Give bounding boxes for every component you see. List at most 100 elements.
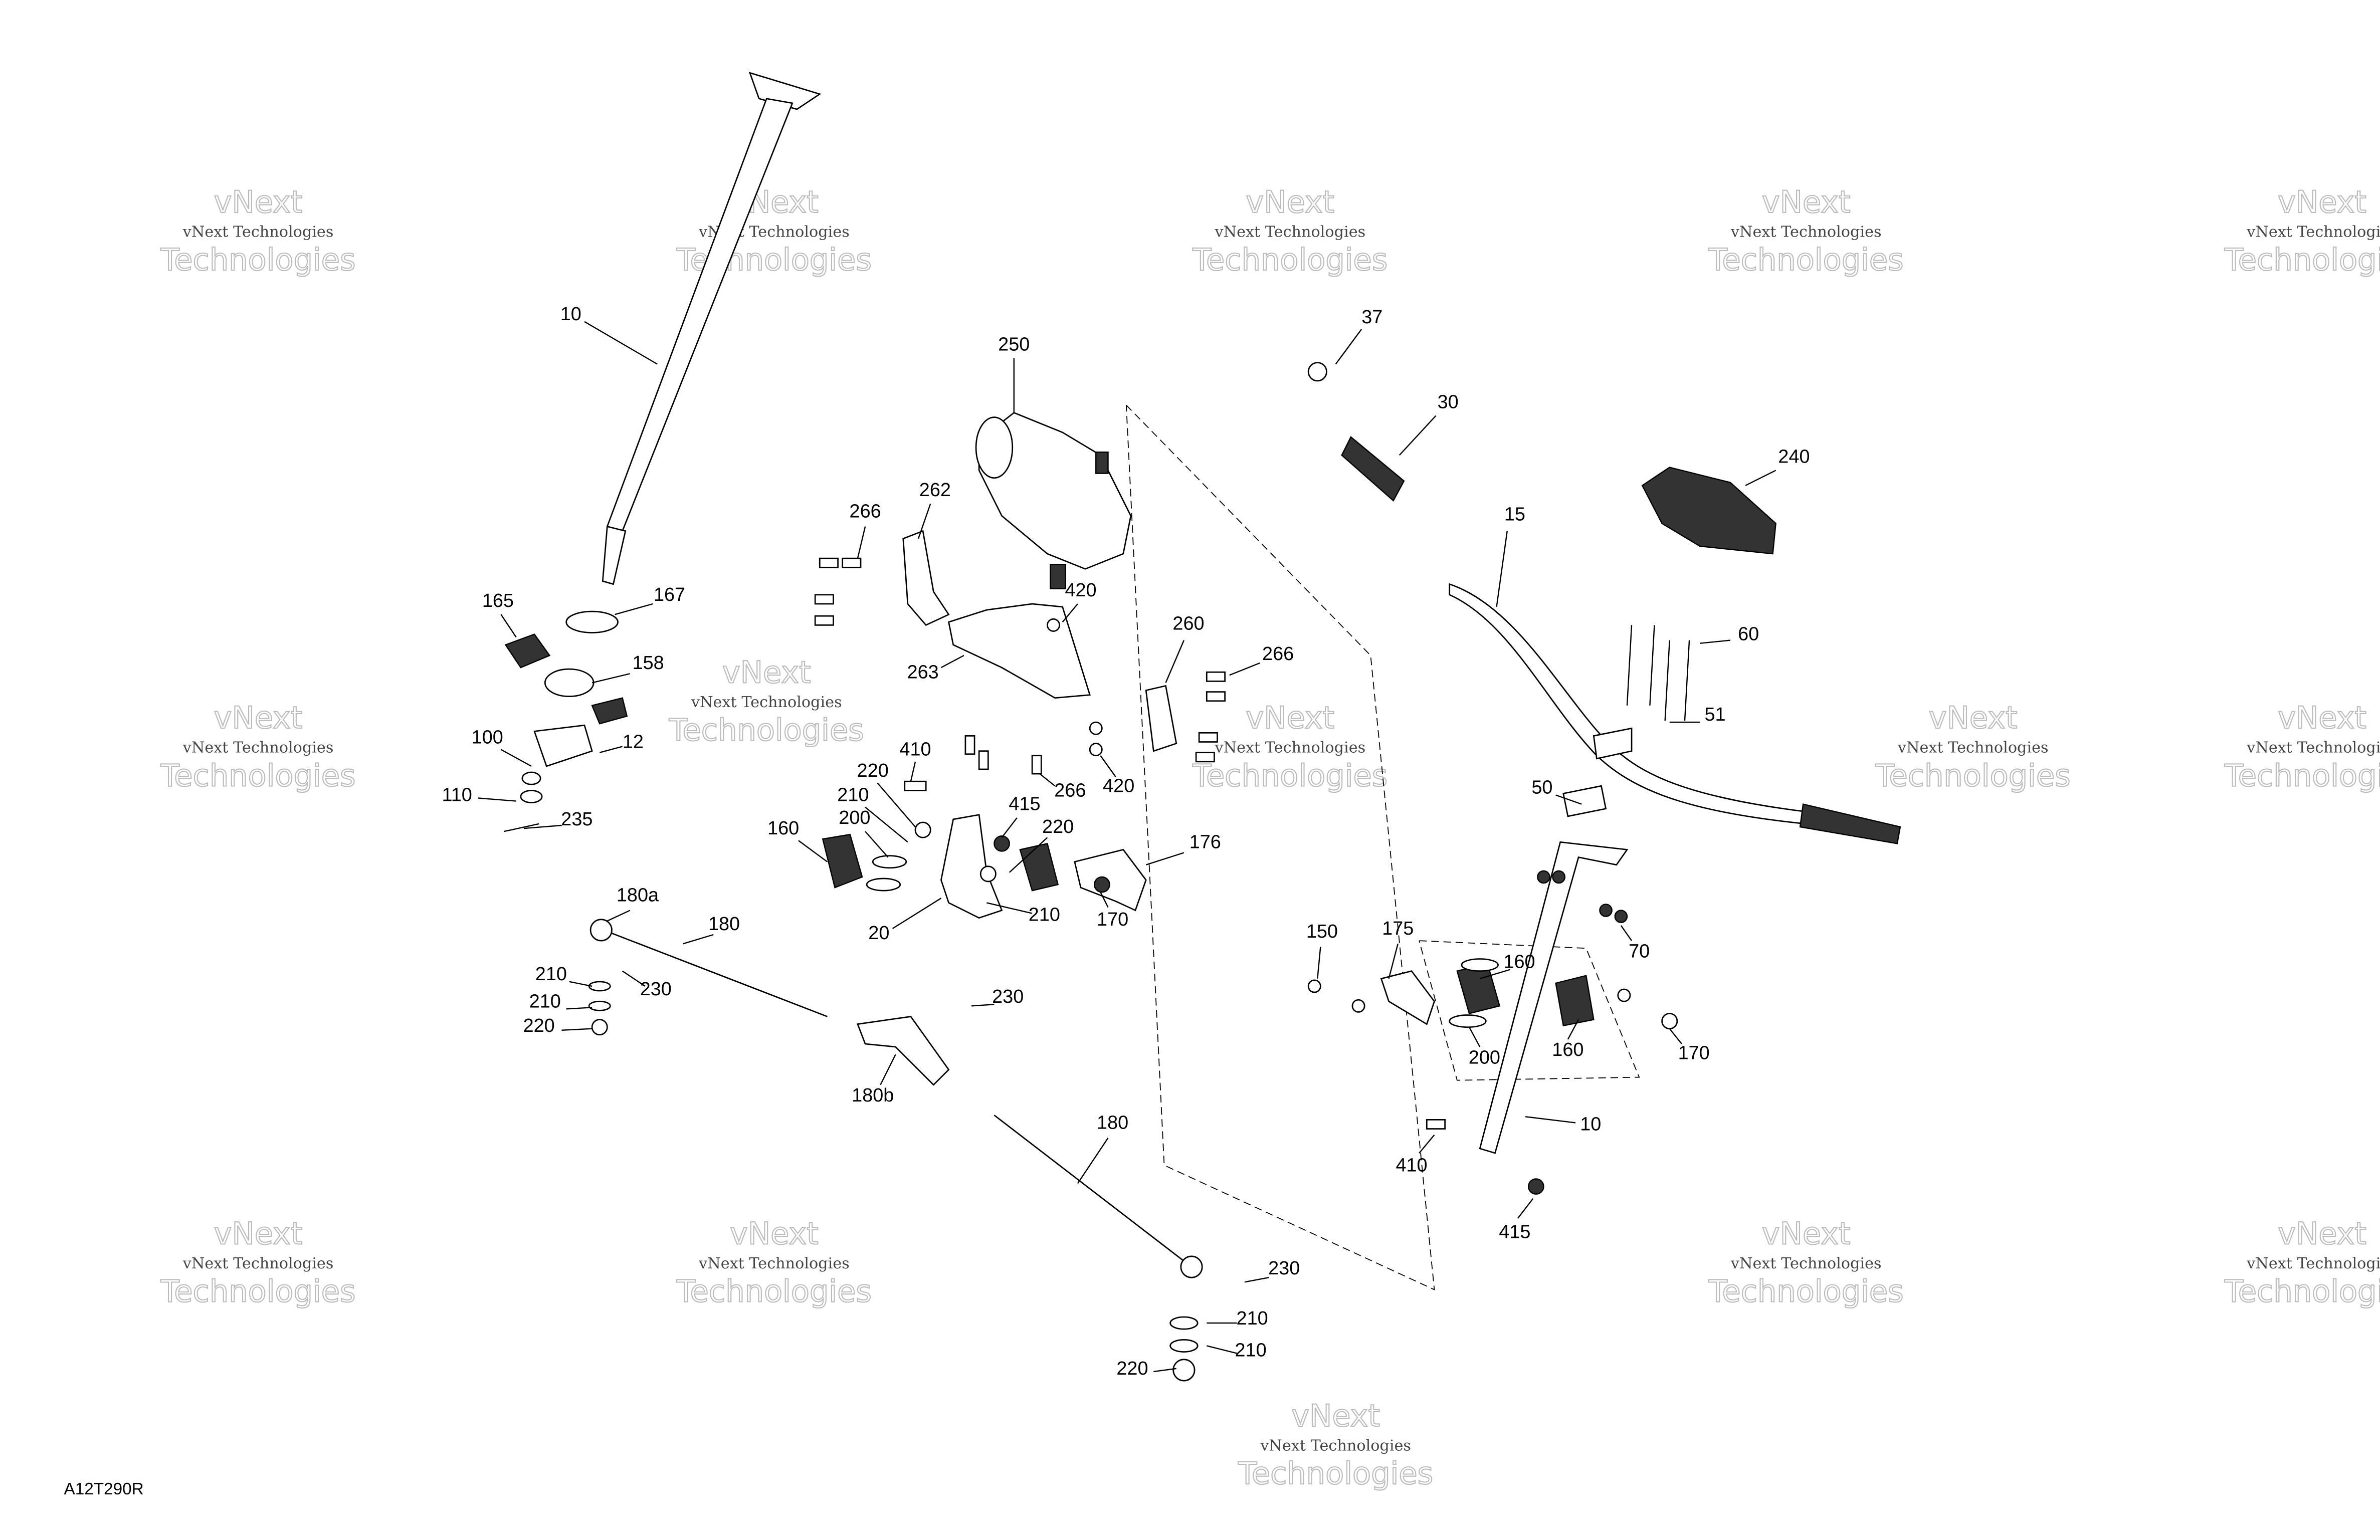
callout-210: 210 [529, 991, 592, 1012]
reference-code: A12T290R [64, 1480, 144, 1498]
bracket-part [902, 530, 950, 626]
bolts-part [814, 557, 1226, 791]
o-ring-part [1461, 958, 1499, 972]
watermark-text: Technologies [676, 1274, 872, 1309]
nut-part [914, 821, 931, 838]
leader-line [500, 749, 532, 767]
callout-label: 158 [633, 652, 664, 674]
leader-line [910, 761, 916, 782]
watermark-text: Technologies [1238, 1456, 1433, 1491]
subassembly-outline [1419, 940, 1640, 1081]
callout-label: 15 [1504, 504, 1525, 525]
leader-line [523, 824, 562, 829]
grip-part [1341, 436, 1405, 502]
callout-label: 210 [1235, 1340, 1267, 1361]
leader-line [622, 970, 646, 987]
callout-label: 70 [1629, 941, 1650, 962]
callout-415: 415 [1499, 1198, 1534, 1243]
callout-70: 70 [1620, 925, 1650, 962]
leader-line [1388, 943, 1399, 979]
callout-label: 180 [1097, 1113, 1128, 1134]
leader-line [599, 746, 623, 753]
callout-170: 170 [1669, 1028, 1710, 1063]
callout-label: 10 [560, 304, 581, 325]
watermark-text: Technologies [2224, 243, 2380, 278]
bushing-part [1019, 842, 1059, 892]
callout-220: 220 [857, 760, 916, 827]
watermark-text: Technologies [1192, 243, 1387, 278]
callout-10: 10 [560, 304, 658, 365]
watermark-text: vNext [1762, 185, 1851, 220]
nut-part [994, 835, 1010, 852]
callout-label: 175 [1382, 918, 1414, 939]
watermark-text: vNext [722, 655, 811, 690]
callout-label: 415 [1009, 794, 1040, 815]
watermark-text: vNext [1929, 701, 2018, 736]
leader-line [892, 898, 942, 929]
leader-line [877, 782, 916, 827]
watermark-text: vNext [2278, 185, 2366, 220]
callout-158: 158 [591, 652, 664, 684]
callout-220: 220 [523, 1015, 592, 1036]
leader-line [1555, 794, 1582, 805]
bracket-part [1380, 970, 1435, 1025]
arm-part [533, 724, 593, 767]
callout-label: 410 [1396, 1155, 1427, 1176]
leader-line [569, 981, 592, 987]
handlebar-part [1449, 583, 1807, 825]
leader-line [1145, 852, 1184, 865]
callout-12: 12 [599, 732, 644, 753]
clamp-part [1562, 727, 1633, 817]
watermark-text: Technologies [1708, 243, 1904, 278]
leader-line [880, 1054, 896, 1085]
watermark-text: vNext Technologies [182, 1255, 334, 1272]
callout-label: 160 [767, 818, 799, 839]
tie-rod-part [589, 919, 1203, 1278]
callout-label: 30 [1438, 391, 1459, 412]
callout-420: 420 [1062, 580, 1097, 623]
callout-30: 30 [1399, 391, 1459, 456]
callout-label: 165 [482, 590, 514, 611]
hardware-part [588, 981, 1199, 1382]
watermark-text: vNext [1246, 701, 1334, 736]
leader-line [1153, 1368, 1176, 1373]
callout-175: 175 [1382, 918, 1414, 979]
washer-part [520, 790, 543, 803]
callout-176: 176 [1145, 831, 1221, 865]
leader-line [1207, 1345, 1238, 1354]
callout-label: 200 [1469, 1047, 1500, 1068]
watermark-text: vNext [214, 185, 303, 220]
callout-410: 410 [899, 739, 931, 782]
callout-180a: 180a [607, 885, 659, 922]
leader-line [1469, 1027, 1481, 1047]
nut-part [979, 865, 997, 883]
nut-part [521, 771, 541, 785]
watermark-text: vNext Technologies [691, 694, 842, 711]
callout-170: 170 [1097, 892, 1128, 930]
leader-line [1229, 662, 1260, 676]
callout-label: 110 [442, 785, 472, 806]
watermark-text: vNext Technologies [1897, 739, 2049, 757]
callout-label: 263 [907, 662, 939, 683]
power-steering-unit-part [975, 411, 1132, 589]
leader-line [591, 673, 631, 684]
leader-line [1062, 603, 1078, 623]
leader-line [940, 654, 964, 669]
watermark-text: vNext [214, 1217, 303, 1252]
leader-line [561, 1028, 592, 1031]
callout-label: 210 [1029, 905, 1060, 926]
callout-60: 60 [1700, 624, 1759, 645]
watermark-text: vNext Technologies [2246, 223, 2380, 241]
steering-column-part [602, 72, 822, 585]
callout-210: 210 [535, 964, 592, 987]
watermark-text: vNext Technologies [2246, 1255, 2380, 1272]
